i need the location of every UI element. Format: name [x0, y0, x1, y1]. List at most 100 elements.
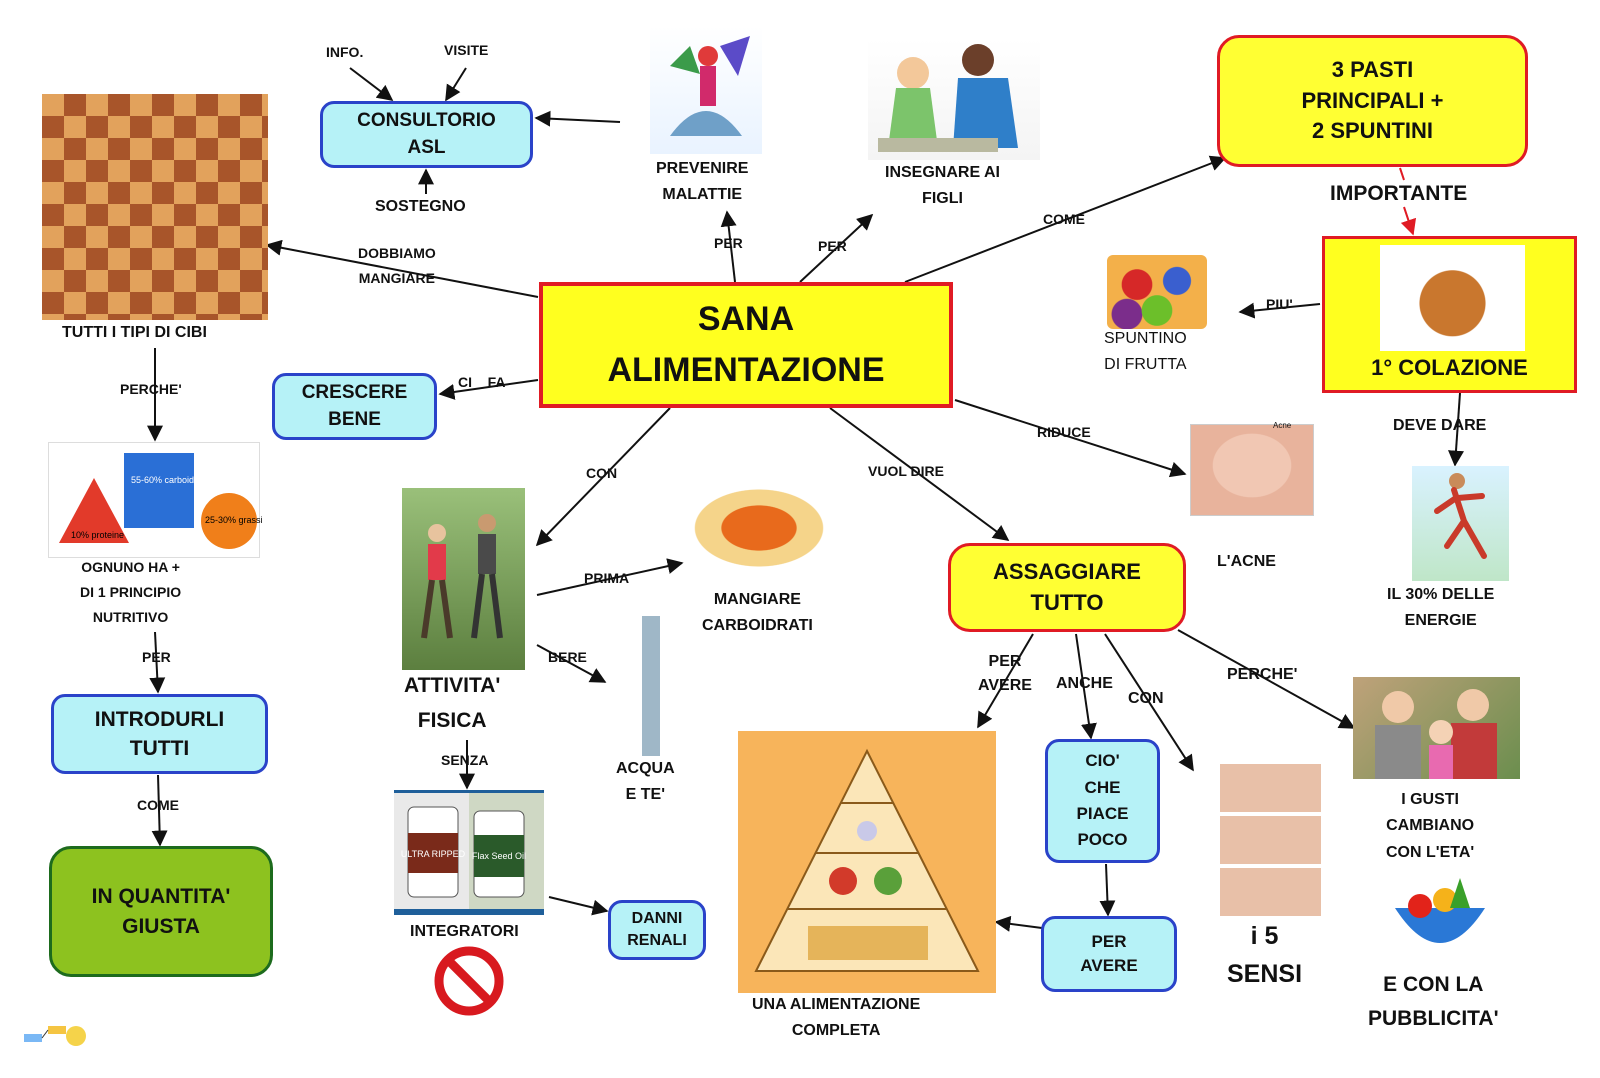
box-introdurli-line1: INTRODURLI [94, 707, 225, 731]
box-quantita-line1: IN QUANTITA' [91, 885, 231, 909]
nutri-text-1: 55-60% carboidrati [131, 475, 207, 485]
center-line2: ALIMENTAZIONE [607, 351, 885, 389]
box-colazione-text: 1° COLAZIONE [1371, 355, 1528, 381]
label-insegnare-line2: FIGLI [922, 190, 963, 208]
label-ognuno-line1: OGNUNO HA + [81, 559, 180, 575]
box-danni-line1: DANNI [631, 909, 683, 927]
arrow-dobbiamo-mangiare [265, 239, 539, 298]
label-sensi-line1: i 5 [1250, 922, 1279, 950]
logo-graphic [24, 1026, 86, 1046]
label-vuol-dire: VUOL DIRE [868, 463, 944, 479]
label-importante: IMPORTANTE [1330, 182, 1468, 205]
pills-text-1: ULTRA RIPPED [401, 849, 466, 859]
label-gusti-line3: CON L'ETA' [1386, 843, 1475, 861]
prevention-icon [670, 36, 750, 136]
box-cio-che-piace-poco: CIO' CHE PIACE POCO [1045, 739, 1160, 863]
arrow-prima-pasta [536, 558, 684, 596]
arrow-con-sensi [1104, 633, 1194, 772]
label-perche-nutri: PERCHE' [120, 381, 182, 397]
breakfast-image [1380, 245, 1525, 351]
arrow-per-insegnare [799, 213, 874, 283]
label-mangiare-carboidrati: MANGIARE CARBOIDRATI [702, 587, 813, 640]
teacher-icon [878, 44, 1018, 152]
label-per-introdurli: PER [142, 649, 171, 665]
acne-face-image: Acne [1190, 421, 1314, 516]
box-pasti-line3: 2 SPUNTINI [1311, 118, 1434, 144]
label-completa-line2: COMPLETA [791, 1022, 881, 1040]
label-sostegno: SOSTEGNO [375, 198, 466, 215]
arrow-piu-spuntino [1238, 302, 1321, 319]
runner-icon [1434, 473, 1487, 559]
label-come-pasti: COME [1043, 211, 1085, 227]
box-3-pasti: 3 PASTI PRINCIPALI + 2 SPUNTINI [1217, 35, 1528, 167]
label-sensi-line2: SENSI [1227, 959, 1303, 988]
box-colazione: 1° COLAZIONE [1322, 236, 1577, 393]
label-attivita-line2: FISICA [417, 708, 487, 732]
supplements-icon: ULTRA RIPPED Flax Seed Oil [401, 806, 526, 898]
label-riduce: RIDUCE [1037, 424, 1091, 440]
pills-text-2: Flax Seed Oil [472, 851, 526, 861]
label-pubblicita-line1: E CON LA [1383, 973, 1484, 996]
box-pasti-line1: 3 PASTI [1331, 56, 1414, 82]
box-pasti-line2: PRINCIPALI + [1301, 87, 1444, 113]
label-acne: L'ACNE [1217, 553, 1276, 570]
arrow-integratori-danni [548, 896, 609, 916]
fruit-basket-image [1385, 868, 1495, 968]
label-prevenire-line1: PREVENIRE [656, 160, 749, 177]
runner-image [1412, 466, 1509, 581]
prevention-illustration [650, 26, 762, 154]
arrow-per-prevenire [720, 210, 737, 283]
box-danni-renali: DANNI RENALI [608, 900, 706, 960]
label-ognuno-line2: DI 1 PRINCIPIO [80, 584, 182, 601]
arrow-ci-fa-crescere [438, 379, 539, 400]
label-pubblicita: E CON LA PUBBLICITA' [1368, 968, 1499, 1035]
label-prevenire-malattie: PREVENIRE MALATTIE [656, 156, 748, 209]
box-assaggiare-line2: TUTTO [1030, 589, 1104, 615]
label-info: INFO. [326, 44, 364, 60]
label-dobbiamo-line1: DOBBIAMO [358, 245, 436, 261]
arrow-per-avere-pyramid [977, 633, 1034, 729]
label-bere: BERE [548, 649, 587, 665]
label-con-sensi: CON [1128, 690, 1164, 707]
label-acqua-te: ACQUA E TE' [616, 756, 675, 809]
box-crescere-line1: CRESCERE [301, 381, 408, 403]
label-carbo-line1: MANGIARE [713, 591, 801, 608]
label-integratori: INTEGRATORI [410, 923, 519, 940]
arrow-come-quantita [151, 774, 168, 847]
food-pyramid-image [738, 731, 996, 993]
pasta-image [684, 483, 834, 573]
food-collage-image [42, 94, 268, 320]
arrow-prevenire-consultorio [534, 110, 621, 127]
label-peravere2-line2: AVERE [978, 677, 1032, 694]
label-con-attivita: CON [586, 465, 618, 481]
label-gusti-cambiano: I GUSTI CAMBIANO CON L'ETA' [1386, 787, 1474, 866]
label-insegnare-line1: INSEGNARE AI [885, 164, 1000, 181]
label-energie-line2: ENERGIE [1404, 612, 1477, 630]
label-acqua-line2: E TE' [625, 786, 666, 804]
box-quantita-giusta: IN QUANTITA' GIUSTA [49, 846, 273, 977]
box-consultorio-asl: CONSULTORIO ASL [320, 101, 533, 168]
label-ognuno-line3: NUTRITIVO [92, 609, 169, 626]
arrow-info [349, 67, 394, 101]
label-insegnare-figli: INSEGNARE AI FIGLI [885, 160, 1000, 213]
label-gusti-line1: I GUSTI [1401, 791, 1459, 808]
box-cio-line4: POCO [1077, 830, 1128, 850]
nutrition-icon: 10% proteine 55-60% carboidrati 25-30% g… [59, 453, 263, 549]
label-prevenire-line2: MALATTIE [662, 186, 743, 204]
label-gusti-line2: CAMBIANO [1386, 817, 1475, 835]
box-quantita-line2: GIUSTA [122, 914, 200, 938]
box-consultorio-line1: CONSULTORIO [357, 109, 496, 131]
label-ci-fa: CI _ FA [458, 374, 506, 390]
box-introdurli-tutti: INTRODURLI TUTTI [51, 694, 268, 774]
arrow-peravere-pyramid [994, 915, 1043, 932]
fruit-basket-icon [1395, 878, 1485, 943]
box-peravere-line1: PER [1091, 932, 1127, 952]
label-peravere2-line1: PER [988, 653, 1022, 670]
arrow-con-attivita [535, 407, 671, 547]
label-piu: PIU' [1266, 296, 1293, 312]
box-danni-line2: RENALI [627, 932, 687, 949]
walkers-icon [421, 514, 503, 639]
label-spuntino-line2: DI FRUTTA [1104, 356, 1187, 374]
label-pubblicita-line2: PUBBLICITA' [1368, 1006, 1499, 1030]
